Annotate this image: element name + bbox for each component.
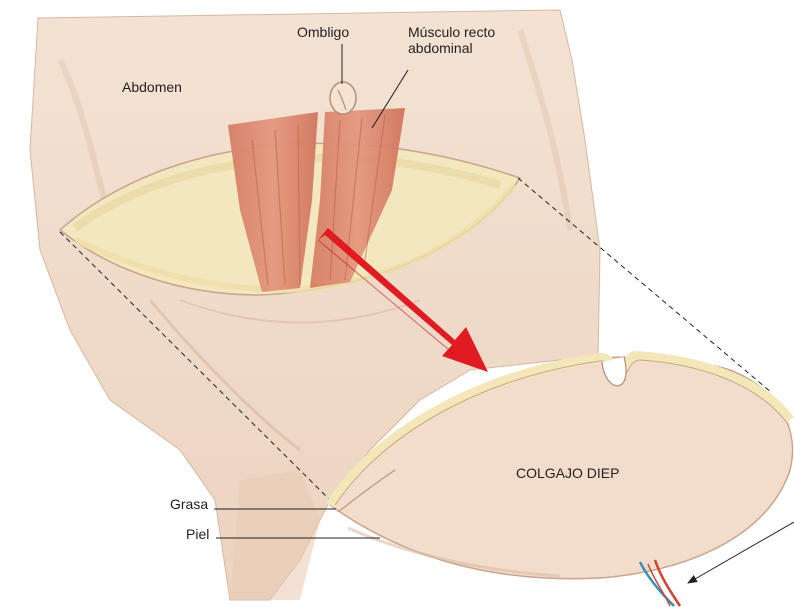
label-abdomen: Abdomen	[122, 79, 182, 95]
label-colgajo-diep: COLGAJO DIEP	[516, 465, 619, 481]
label-grasa: Grasa	[170, 496, 208, 512]
navel	[330, 82, 356, 114]
label-musculo-recto: Músculo recto abdominal	[408, 24, 495, 56]
label-musculo-line2: abdominal	[408, 40, 495, 56]
label-ombligo: Ombligo	[297, 24, 349, 40]
label-piel: Piel	[186, 526, 209, 542]
label-musculo-line1: Músculo recto	[408, 24, 495, 40]
